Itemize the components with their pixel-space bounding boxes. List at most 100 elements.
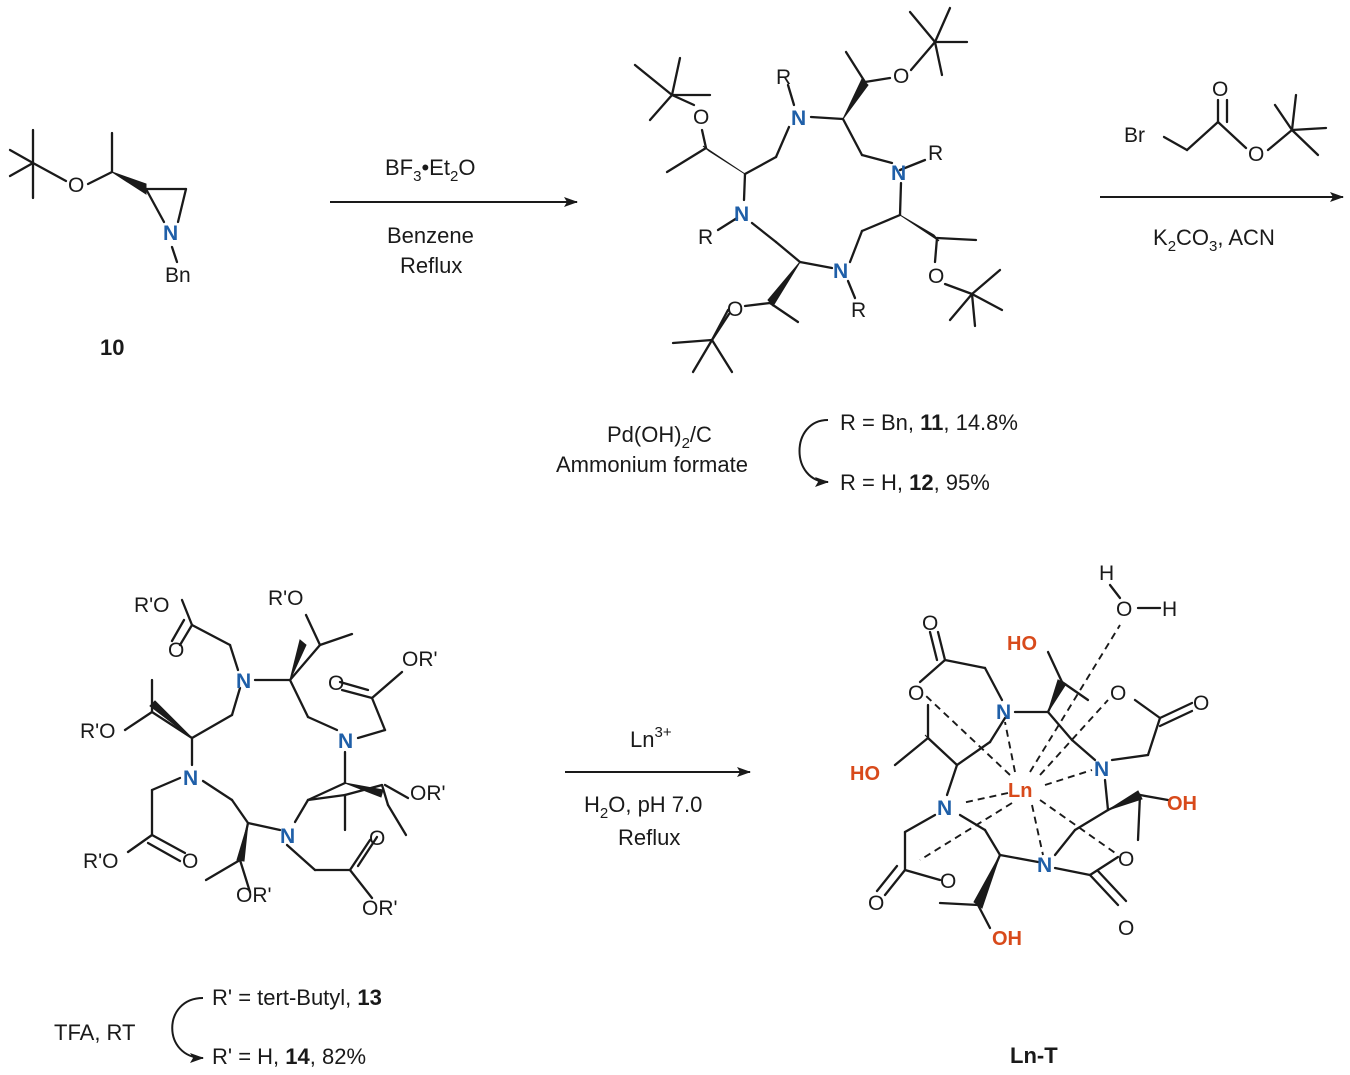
step1-condition: Reflux (400, 253, 462, 278)
curved-arrow (171, 997, 204, 1063)
hydrogen-atom: H (1162, 598, 1177, 621)
compound-10: O N Bn 10 (8, 128, 191, 360)
arm-bonds (123, 598, 410, 900)
compound-11: N N N N R R R R O O O O (633, 6, 1004, 374)
substituent-bonds (633, 6, 1004, 374)
stereo-wedge (1047, 679, 1067, 713)
lanthanide-ion: Ln (1008, 780, 1032, 802)
step1-reagent: BF3•Et2O (385, 155, 475, 185)
stereo-wedges (149, 639, 384, 862)
oxygen-atom: O (328, 672, 344, 695)
nitrogen-atom: N (280, 825, 295, 848)
oxygen-atom: O (928, 265, 944, 288)
result-11: R = Bn, 11, 14.8% (840, 410, 1018, 435)
result-13: R' = tert-Butyl, 13 (212, 985, 382, 1010)
step4-reagent: TFA, RT (54, 1020, 136, 1045)
ester-group-label: OR' (362, 897, 398, 920)
oxygen-atom: O (1212, 78, 1228, 101)
nitrogen-atom: N (833, 260, 848, 283)
complex-ln-t: H O H N N N N Ln HO HO OH OH O O O O O O… (850, 562, 1209, 1068)
result-12: R = H, 12, 95% (840, 470, 990, 495)
step3-group: Pd(OH)2/C Ammonium formate R = Bn, 11, 1… (556, 410, 1018, 495)
ester-group-label: R'O (268, 587, 304, 610)
compound-10-bonds (8, 128, 188, 264)
water-oxygen: O (1116, 598, 1132, 621)
oxygen-atom: O (908, 682, 924, 705)
coordination-bonds (919, 624, 1121, 861)
hydrogen-atom: H (1099, 562, 1114, 585)
oxygen-atom: O (1118, 917, 1134, 940)
nitrogen-atom: N (183, 767, 198, 790)
stereo-wedges (924, 679, 1143, 909)
ester-group-label: R'O (134, 594, 170, 617)
r-group-label: R (698, 226, 713, 249)
nitrogen-atom: N (891, 162, 906, 185)
ester-group-label: OR' (410, 782, 446, 805)
nitrogen-atom: N (996, 701, 1011, 724)
hydroxyl-group: HO (1007, 633, 1037, 655)
stereo-wedge (899, 214, 940, 242)
r-group-label: R (851, 299, 866, 322)
nitrogen-atom: N (1037, 854, 1052, 877)
benzyl-label: Bn (165, 264, 191, 287)
oxygen-atom: O (1193, 692, 1209, 715)
step1-arrow-group: BF3•Et2O Benzene Reflux (330, 155, 578, 278)
ester-group-label: R'O (83, 850, 119, 873)
stereo-wedge (973, 854, 1001, 909)
result-14: R' = H, 14, 82% (212, 1044, 366, 1069)
stereo-wedge (702, 145, 746, 175)
ester-group-label: R'O (80, 720, 116, 743)
ring-bonds (190, 678, 347, 832)
step3-reagent2: Ammonium formate (556, 452, 748, 477)
bromoacetate-reagent: Br O O (1124, 78, 1328, 166)
curved-arrow (798, 419, 829, 487)
stereo-wedges (702, 78, 940, 307)
oxygen-atom: O (182, 850, 198, 873)
hydroxyl-group: OH (1167, 793, 1197, 815)
hydroxyl-group: HO (850, 763, 880, 785)
nitrogen-atom: N (734, 203, 749, 226)
step5-condition1: H2O, pH 7.0 (584, 792, 702, 822)
oxygen-atom: O (68, 174, 84, 197)
compound-13: N N N N R'O R'O R'O R'O OR' OR' OR' OR' … (80, 587, 446, 920)
stereo-wedge (236, 822, 249, 862)
nitrogen-atom: N (236, 670, 251, 693)
step2-base: K2CO3, ACN (1153, 225, 1275, 255)
r-group-label: R (776, 66, 791, 89)
stereo-wedge (149, 700, 193, 739)
hydroxyl-group: OH (992, 928, 1022, 950)
oxygen-atom: O (868, 892, 884, 915)
ester-group-label: OR' (402, 648, 438, 671)
nitrogen-atom: N (163, 222, 178, 245)
stereo-wedge (924, 734, 958, 766)
ring-bonds (742, 115, 903, 270)
step5-group: Ln3+ H2O, pH 7.0 Reflux (565, 724, 751, 850)
nitrogen-atom: N (338, 730, 353, 753)
stereo-wedge (842, 78, 869, 120)
step5-condition2: Reflux (618, 825, 680, 850)
stereo-wedge (767, 261, 801, 307)
r-group-label: R (928, 142, 943, 165)
ring-bonds (945, 710, 1110, 864)
oxygen-atom: O (727, 298, 743, 321)
nitrogen-atom: N (791, 107, 806, 130)
nitrogen-atom: N (937, 797, 952, 820)
bromine-atom: Br (1124, 124, 1145, 147)
oxygen-atom: O (922, 612, 938, 635)
stereo-wedge (289, 639, 307, 681)
complex-label: Ln-T (1010, 1043, 1058, 1068)
oxygen-atom: O (369, 827, 385, 850)
oxygen-atom: O (940, 870, 956, 893)
compound-10-number: 10 (100, 335, 124, 360)
nitrogen-atom: N (1094, 758, 1109, 781)
stereo-wedge (111, 171, 147, 195)
oxygen-atom: O (893, 65, 909, 88)
step3-reagent: Pd(OH)2/C (607, 422, 712, 452)
step4-group: TFA, RT R' = tert-Butyl, 13 R' = H, 14, … (54, 985, 382, 1069)
oxygen-atom: O (1248, 143, 1264, 166)
step1-solvent: Benzene (387, 223, 474, 248)
step2-group: Br O O K2CO3, ACN (1100, 78, 1344, 255)
stereo-wedge (1107, 790, 1143, 811)
arm-bonds (875, 630, 1194, 930)
